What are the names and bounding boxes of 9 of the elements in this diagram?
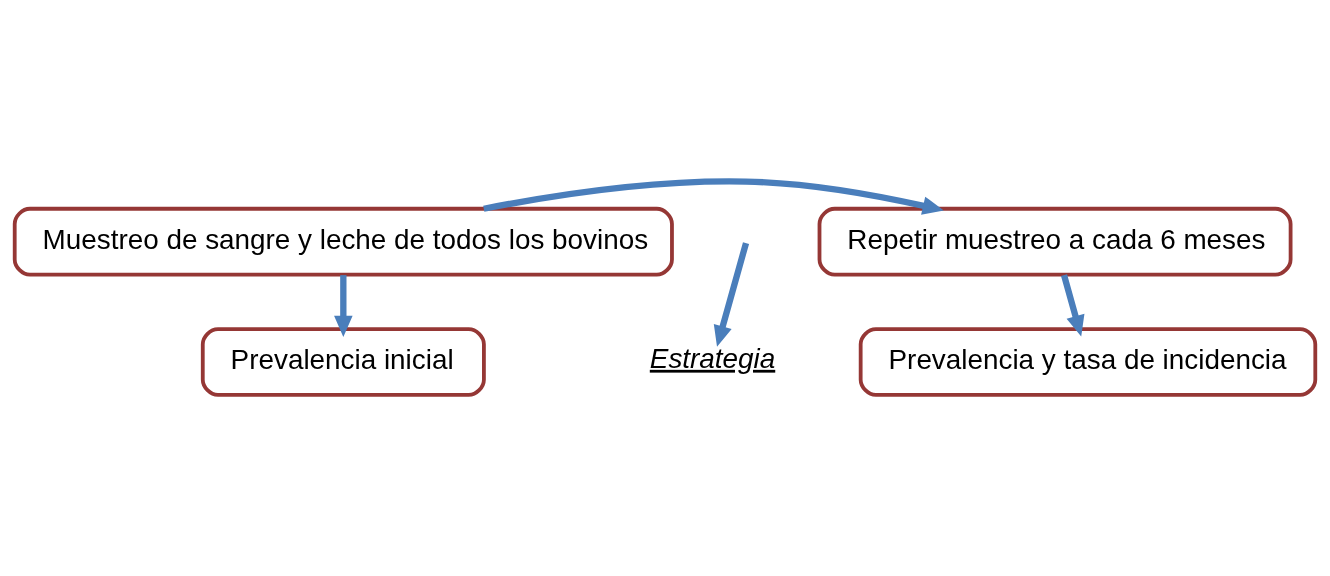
node-box: Prevalencia y tasa de incidencia [858, 327, 1318, 397]
arrow [713, 242, 750, 347]
arrow [483, 178, 944, 215]
node-text: Estrategia [649, 342, 776, 374]
node-box: Repetir muestreo a cada 6 meses [817, 206, 1293, 277]
arrow [334, 275, 353, 337]
node-box: Prevalencia inicial [200, 327, 486, 397]
arrow [1061, 274, 1085, 337]
node-box: Muestreo de sangre y leche de todos los bovinos [12, 206, 674, 277]
